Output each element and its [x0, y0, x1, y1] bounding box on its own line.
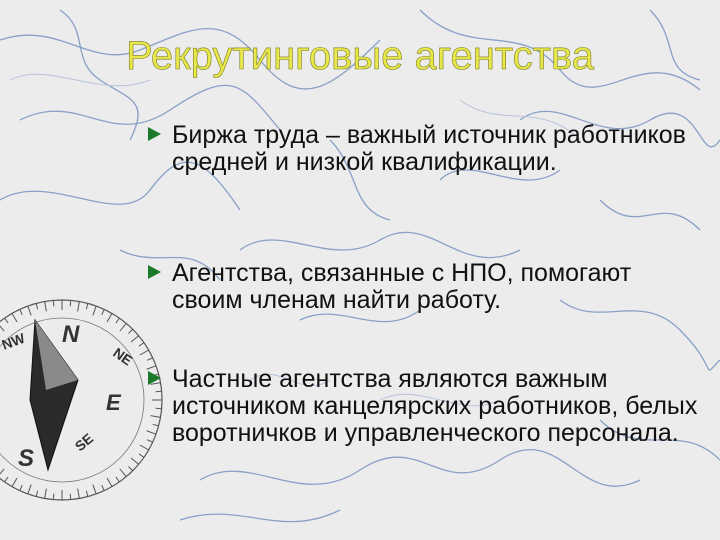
compass-tick: [69, 493, 72, 500]
compass-label-se: SE: [72, 430, 97, 454]
compass-tick: [101, 309, 105, 316]
compass-label-nw: NW: [0, 330, 28, 353]
compass-tick: [155, 390, 162, 393]
compass-tick: [138, 453, 145, 458]
compass-tick: [85, 303, 89, 310]
compass-tick: [92, 484, 97, 495]
compass-tick: [69, 300, 72, 307]
compass-tick: [4, 317, 9, 324]
compass-ticks: [0, 300, 162, 500]
compass-tick: [27, 305, 32, 316]
compass-tick: [139, 349, 149, 356]
slide-title: Рекрутинговые агентства: [125, 34, 595, 79]
compass-tick: [35, 303, 39, 310]
compass-label-ne: NE: [110, 344, 135, 368]
compass-tick: [0, 468, 5, 475]
compass-tick: [115, 317, 120, 324]
bullet-arrow-icon: [148, 371, 161, 385]
compass-tick: [0, 325, 5, 332]
compass-tick: [77, 488, 80, 499]
bullet-arrow-icon: [148, 265, 161, 279]
compass-tick: [138, 342, 145, 347]
compass-tick: [155, 407, 162, 410]
compass-tick: [44, 301, 47, 312]
compass-tick: [106, 313, 113, 323]
compass-tick: [146, 357, 153, 361]
bullet-item: Частные агентства являются важным источн…: [148, 366, 702, 447]
compass-tick: [19, 309, 23, 316]
compass-tick: [19, 484, 23, 491]
compass-tick: [146, 365, 157, 370]
compass-tick: [119, 323, 127, 332]
compass-tick: [101, 484, 105, 491]
compass-tick: [139, 444, 149, 451]
compass-tick: [130, 335, 139, 343]
compass-tick: [11, 477, 18, 487]
compass-tick: [146, 430, 157, 435]
compass-tick: [150, 415, 161, 418]
compass-tick: [115, 476, 120, 483]
compass-tick: [152, 423, 159, 427]
compass-tick: [119, 468, 127, 477]
compass-tick: [44, 488, 47, 499]
bullet-arrow-icon: [148, 127, 161, 141]
compass-tick: [130, 457, 139, 465]
compass-needle-highlight: [35, 320, 78, 390]
compass-tick: [128, 328, 134, 334]
compass-label-n: N: [62, 321, 80, 348]
compass-tick: [11, 313, 18, 323]
compass-rose: N NW NE E SE S: [0, 299, 163, 501]
bullet-text: Биржа труда – важный источник работников…: [172, 121, 686, 176]
bullet-item: Биржа труда – важный источник работников…: [148, 122, 702, 176]
compass-inner-ring: [0, 317, 145, 483]
compass-tick: [52, 493, 55, 500]
compass-tick: [27, 484, 32, 495]
compass-tick: [146, 439, 153, 443]
bullet-text: Агентства, связанные с НПО, помогают сво…: [172, 259, 632, 314]
compass-tick: [52, 300, 55, 307]
bullet-item: Агентства, связанные с НПО, помогают сво…: [148, 260, 702, 314]
compass-tick: [4, 476, 9, 483]
compass-tick: [128, 466, 134, 472]
compass-label-s: S: [18, 445, 34, 472]
compass-tick: [85, 490, 89, 497]
compass-tick: [35, 490, 39, 497]
compass-tick: [106, 477, 113, 487]
compass-label-e: E: [106, 390, 122, 415]
compass-tick: [77, 301, 80, 312]
compass-tick: [92, 305, 97, 316]
bullet-text: Частные агентства являются важным источн…: [172, 365, 698, 447]
